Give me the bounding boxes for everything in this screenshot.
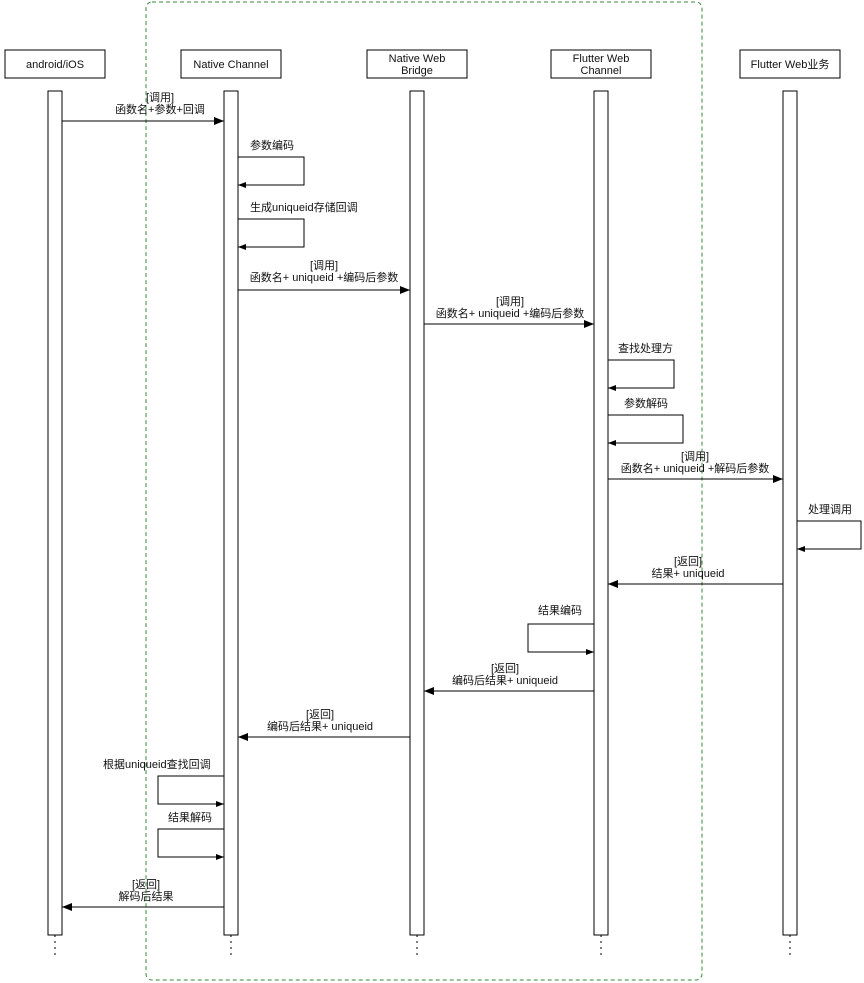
message-2: 参数编码	[238, 138, 305, 188]
self-message-arrow	[157, 775, 224, 807]
message-label: [调用]	[681, 450, 709, 463]
message-12: [返回]编码后结果+ uniqueid	[424, 662, 594, 695]
activation-bar	[409, 90, 425, 936]
group-frame	[145, 1, 703, 981]
message-label: [返回]	[132, 878, 160, 891]
message-label: 参数解码	[624, 396, 668, 410]
self-message-arrow	[797, 520, 862, 552]
participant-label: Native Channel	[193, 59, 268, 71]
self-message-arrow	[238, 218, 305, 250]
participant-label: Channel	[581, 65, 622, 77]
message-4: [调用]函数名+ uniqueid +编码后参数	[238, 259, 410, 294]
message-14: 根据uniqueid查找回调	[103, 757, 224, 807]
self-message-arrow	[238, 156, 305, 188]
message-6: 查找处理方	[608, 341, 675, 391]
activation-bar	[223, 90, 239, 936]
message-label: 参数编码	[250, 138, 294, 152]
message-label: 结果编码	[538, 603, 582, 617]
message-label: 处理调用	[808, 503, 852, 516]
message-label: [调用]	[310, 259, 338, 272]
message-1: [调用]函数名+参数+回调	[62, 91, 224, 125]
message-label: 生成uniqueid存储回调	[250, 200, 358, 214]
participant-nc: Native Channel	[180, 49, 282, 79]
message-3: 生成uniqueid存储回调	[238, 200, 358, 250]
message-11: 结果编码	[527, 603, 594, 655]
message-label: 查找处理方	[618, 341, 673, 355]
participant-label: Native Web	[389, 53, 446, 65]
participant-label: Bridge	[401, 65, 433, 77]
self-message-arrow	[608, 414, 684, 446]
self-message-arrow	[157, 828, 224, 860]
activation-bar	[47, 90, 63, 936]
participant-label: android/iOS	[26, 59, 84, 71]
message-label: 函数名+ uniqueid +解码后参数	[621, 461, 770, 475]
message-label: 解码后结果	[119, 889, 174, 903]
message-label: 结果解码	[168, 810, 212, 824]
message-15: 结果解码	[157, 810, 224, 860]
message-label: 结果+ uniqueid	[651, 567, 724, 580]
participant-app: android/iOS	[4, 49, 106, 79]
message-label: [返回]	[491, 662, 519, 675]
message-7: 参数解码	[608, 396, 684, 446]
participant-label: Flutter Web	[573, 53, 630, 65]
message-5: [调用]函数名+ uniqueid +编码后参数	[424, 295, 594, 328]
self-message-arrow	[608, 359, 675, 391]
participant-label: Flutter Web业务	[751, 58, 830, 71]
message-label: [返回]	[674, 555, 702, 568]
message-label: 函数名+ uniqueid +编码后参数	[250, 270, 399, 284]
message-label: 函数名+ uniqueid +编码后参数	[436, 306, 585, 320]
message-label: [调用]	[146, 91, 174, 104]
message-13: [返回]编码后结果+ uniqueid	[238, 708, 410, 741]
message-10: [返回]结果+ uniqueid	[608, 555, 783, 588]
message-label: 函数名+参数+回调	[115, 102, 205, 116]
activation-bar	[593, 90, 609, 936]
message-9: 处理调用	[797, 503, 862, 552]
message-label: 根据uniqueid查找回调	[103, 757, 211, 771]
activation-bar	[782, 90, 798, 936]
self-message-arrow	[527, 623, 594, 655]
message-16: [返回]解码后结果	[62, 878, 224, 911]
message-label: [调用]	[496, 295, 524, 308]
message-8: [调用]函数名+ uniqueid +解码后参数	[608, 450, 783, 483]
participant-fwb: Flutter Web业务	[739, 49, 841, 79]
message-label: 编码后结果+ uniqueid	[452, 673, 558, 687]
message-label: 编码后结果+ uniqueid	[267, 719, 373, 733]
message-label: [返回]	[306, 708, 334, 721]
